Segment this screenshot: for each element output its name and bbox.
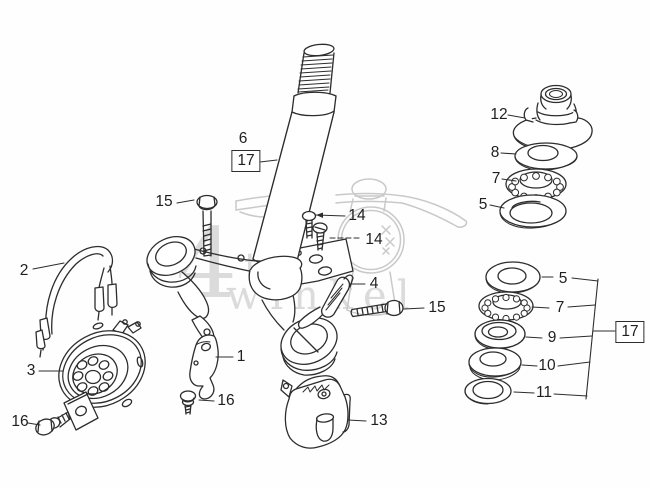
bolt-16-center-drawing [179,390,197,415]
callout-part-7-upper: 7 [491,170,501,187]
bracket-1-drawing [189,334,219,400]
upper-ball-bearing-7-drawing [505,168,567,202]
callout-group-17-top: 17 [231,150,261,172]
callout-leader-lines [27,114,616,426]
callout-part-15-top: 15 [155,193,173,210]
callout-part-9: 9 [547,329,557,346]
callout-part-14-lower: 14 [365,231,383,248]
bolt-15-right-drawing [350,299,404,318]
callout-part-14-upper: 14 [348,207,366,224]
lower-dust-seal-10-drawing [468,347,522,381]
screw-14-lower-drawing [312,222,328,251]
lower-bearing-cup-5-drawing [485,261,541,294]
callout-part-16-center: 16 [217,392,235,409]
upper-bearing-cup-5-drawing [499,194,567,229]
callout-part-12: 12 [490,106,508,123]
callout-part-13: 13 [370,412,388,429]
callout-part-10: 10 [538,357,556,374]
callout-part-5-upper: 5 [478,196,488,213]
washer-11-drawing [464,377,512,405]
steering-lock-13-drawing [280,375,351,449]
horn-drawing [58,319,146,431]
stem-nut-12-drawing [512,84,593,151]
callout-part-6: 6 [238,130,248,147]
bottom-bridge-drawing [146,236,338,376]
callout-part-5-lower: 5 [558,270,568,287]
callout-group-17-right: 17 [615,321,645,343]
callout-part-16-left: 16 [11,413,29,430]
upper-dust-seal-8-drawing [514,142,578,171]
horn-wire-harness-drawing [35,245,118,358]
horn-bolt-drawing [35,411,71,436]
callout-part-8: 8 [490,144,500,161]
bolt-15-top-drawing [196,194,218,257]
steering-stem-drawing [252,43,337,266]
callout-part-15-right: 15 [428,299,446,316]
lower-cone-race-9-drawing [474,319,526,350]
cable-guide-4-drawing [297,274,354,329]
callout-part-4: 4 [369,275,379,292]
lower-ball-bearing-7-drawing [478,291,534,323]
callout-part-11: 11 [535,384,553,401]
stem-base-boss-drawing [248,255,303,301]
callout-part-1: 1 [236,348,246,365]
screw-14-upper-drawing [301,210,317,239]
callout-part-3: 3 [26,362,36,379]
callout-part-2: 2 [19,262,29,279]
callout-part-7-lower: 7 [555,299,565,316]
ghost-handlebar-headlight-sketch [235,178,468,316]
